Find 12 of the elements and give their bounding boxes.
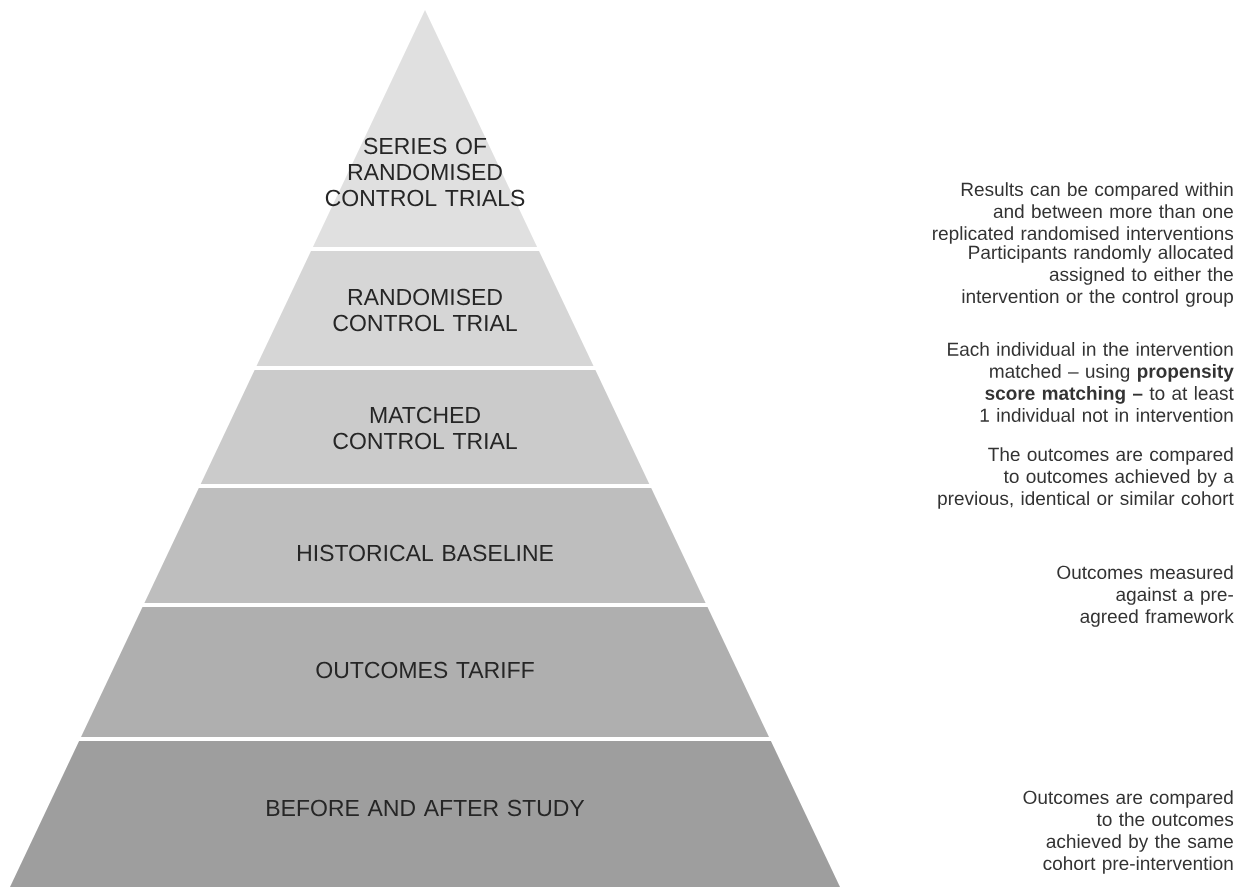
- description-text: Outcomes measured against a pre-agreed framework: [1057, 565, 1234, 627]
- description-text: Results can be compared within and between more than one replicated randomised interventions: [933, 182, 1234, 244]
- pyramid-band: HISTORICAL BASELINE: [144, 488, 706, 603]
- pyramid-band: MATCHED CONTROL TRIAL: [200, 370, 650, 484]
- description-text: Each individual in the intervention matched – using propensity score matching – to at least 1 individual not in intervention: [948, 342, 1234, 422]
- description-text: Participants randomly allocated assigned to either the intervention or the control group: [962, 245, 1233, 307]
- pyramid-band: RANDOMISED CONTROL TRIAL: [256, 251, 594, 366]
- description-text: Outcomes are compared to the outcomes achieved by the same cohort pre-intervention: [1023, 790, 1234, 874]
- pyramid-band: SERIES OF RANDOMISED CONTROL TRIALS: [312, 10, 538, 247]
- pyramid-band: OUTCOMES TARIFF: [81, 607, 769, 737]
- description-text: The outcomes are compared to outcomes achieved by a previous, identical or similar cohort: [938, 447, 1234, 509]
- pyramid-band: BEFORE AND AFTER STUDY: [10, 741, 840, 887]
